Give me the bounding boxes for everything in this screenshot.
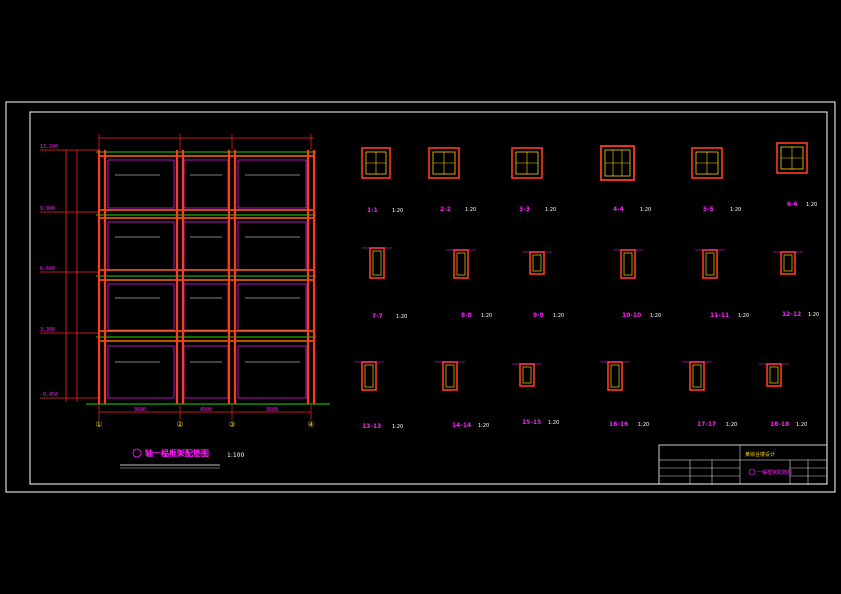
beam-section-10 (613, 249, 643, 279)
section-label: 14-14 (452, 422, 471, 429)
section-label: 13-13 (362, 423, 381, 430)
level-mark: 6.600 (40, 266, 55, 272)
axis-label: ③ (228, 420, 235, 429)
section-label: 2-2 (440, 206, 451, 213)
section-scale: 1:20 (808, 312, 819, 318)
rebar-annotations (115, 174, 300, 363)
section-scale: 1:20 (638, 422, 649, 428)
bottom-dimension-chain (98, 404, 312, 420)
level-mark: 9.900 (40, 206, 55, 212)
title-block: 某综合楼设计 一榀框架配筋图 (658, 444, 828, 485)
beam-section-16 (600, 361, 630, 391)
section-scale: 1:20 (650, 313, 661, 319)
section-label: 7-7 (372, 313, 383, 320)
level-dimension-column (40, 149, 100, 402)
title-block-circle (748, 468, 756, 476)
top-dimension-chain (98, 134, 314, 150)
section-scale: 1:20 (640, 207, 651, 213)
beam-section-13 (354, 361, 384, 391)
beam-sections-row1: 7-7 8-8 9-9 10-10 11-11 12-12 1:20 1:20 … (362, 247, 819, 320)
sheet-outer-border (5, 101, 836, 493)
beam-section-11 (695, 249, 725, 279)
beam-sections-row2: 13-13 14-14 15-15 16-16 17-17 18-18 1:20… (354, 361, 807, 430)
column-section-3 (511, 147, 543, 179)
beam-section-9 (522, 251, 552, 275)
column-sections: 1-1 2-2 3-3 4-4 5-5 6-6 1:20 1:20 1:20 1… (361, 142, 817, 214)
section-scale: 1:20 (796, 422, 807, 428)
column-section-5 (691, 147, 723, 179)
section-label: 10-10 (622, 312, 641, 319)
frame-title: 轴一榀框架配筋图 (145, 448, 209, 458)
beam-section-7 (362, 247, 392, 279)
section-scale: 1:20 (738, 313, 749, 319)
beam-section-14 (435, 361, 465, 391)
beam-section-17 (682, 361, 712, 391)
section-scale: 1:20 (478, 423, 489, 429)
axis-bubbles: ① ② ③ ④ (95, 420, 314, 429)
section-label: 8-8 (461, 312, 472, 319)
floor-slab-lines (86, 151, 330, 405)
column-section-1 (361, 147, 391, 179)
section-scale: 1:20 (548, 420, 559, 426)
column-section-4 (600, 145, 635, 181)
frame-columns (97, 150, 316, 404)
section-label: 3-3 (519, 206, 530, 213)
section-label: 1-1 (367, 207, 378, 214)
section-scale: 1:20 (396, 314, 407, 320)
sheet-inner-border (29, 111, 828, 485)
axis-label: ① (95, 420, 102, 429)
section-label: 11-11 (710, 312, 729, 319)
axis-label: ② (176, 420, 183, 429)
section-scale: 1:20 (545, 207, 556, 213)
beam-section-15 (512, 363, 542, 387)
section-label: 4-4 (613, 206, 624, 213)
section-scale: 1:20 (392, 208, 403, 214)
beam-section-12 (773, 251, 803, 275)
axis-label: ④ (307, 420, 314, 429)
section-label: 6-6 (787, 201, 798, 208)
section-scale: 1:20 (481, 313, 492, 319)
section-label: 12-12 (782, 311, 801, 318)
section-scale: 1:20 (730, 207, 741, 213)
column-section-2 (428, 147, 460, 179)
frame-scale: 1:100 (227, 452, 244, 459)
drawing-number-circle (132, 448, 142, 458)
frame-elevation: 13.200 9.900 6.600 3.300 -0.450 (40, 134, 330, 469)
section-label: 16-16 (609, 421, 628, 428)
section-scale: 1:20 (465, 207, 476, 213)
section-label: 18-18 (770, 421, 789, 428)
bay-dimension: 3600 (266, 407, 278, 413)
section-scale: 1:20 (806, 202, 817, 208)
level-mark: -0.450 (40, 392, 58, 398)
section-scale: 1:20 (553, 313, 564, 319)
section-label: 5-5 (703, 206, 714, 213)
section-scale: 1:20 (726, 422, 737, 428)
title-block-project: 某综合楼设计 (745, 451, 775, 458)
beam-section-18 (759, 363, 789, 387)
beam-section-8 (446, 249, 476, 279)
section-label: 15-15 (522, 419, 541, 426)
section-label: 9-9 (533, 312, 544, 319)
section-scale: 1:20 (392, 424, 403, 430)
column-section-6 (776, 142, 808, 174)
beam-rebar (98, 155, 314, 342)
section-label: 17-17 (697, 421, 716, 428)
bay-dimension: 4500 (200, 407, 212, 413)
bay-dimension: 3600 (134, 407, 146, 413)
title-block-drawing-name: 一榀框架配筋图 (757, 469, 792, 476)
level-mark: 13.200 (40, 144, 58, 150)
level-mark: 3.300 (40, 327, 55, 333)
